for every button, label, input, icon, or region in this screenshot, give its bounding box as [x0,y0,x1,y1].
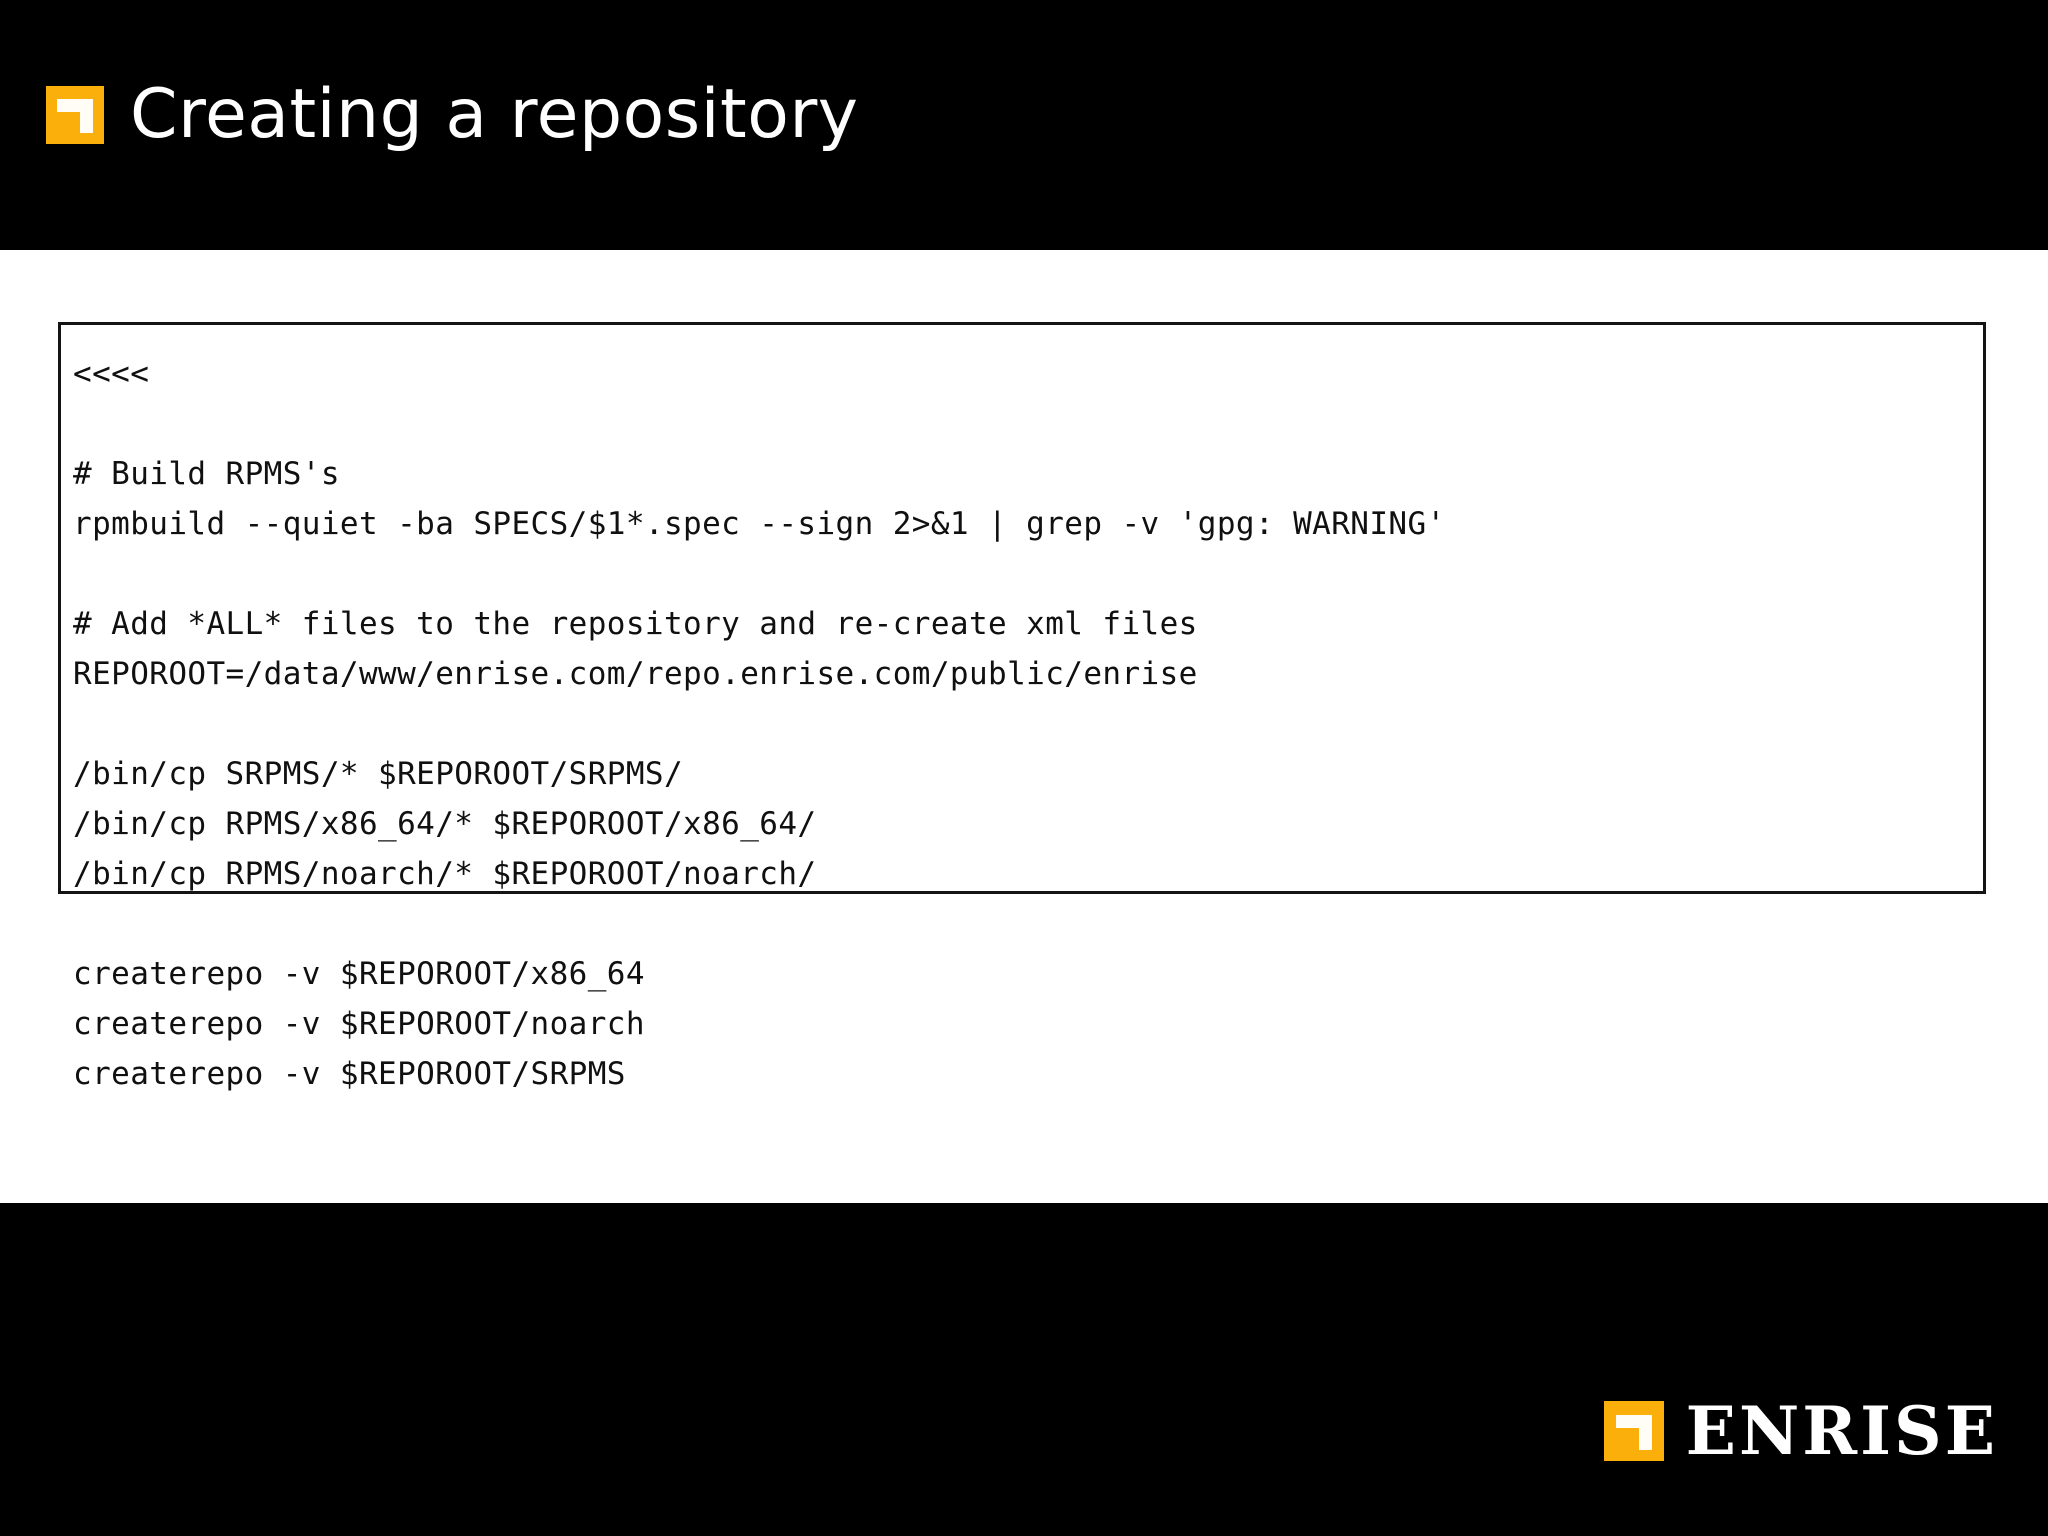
slide-header: Creating a repository [0,0,2048,250]
slide-body: <<<< # Build RPMS's rpmbuild --quiet -ba… [0,250,2048,1203]
page-title: Creating a repository [130,74,859,154]
header-content: Creating a repository [46,35,859,194]
code-block-panel: <<<< # Build RPMS's rpmbuild --quiet -ba… [58,322,1986,1092]
footer-brand: ENRISE [1603,1392,1998,1470]
logo-vertical-bar [80,98,93,133]
slide-footer: ENRISE [0,1203,2048,1536]
enrise-logo-icon-footer [1603,1401,1664,1461]
enrise-logo-icon [46,85,104,144]
footer-wordmark: ENRISE [1685,1392,1998,1470]
logo-vertical-bar [1638,1415,1652,1450]
code-block-text: <<<< # Build RPMS's rpmbuild --quiet -ba… [73,356,1446,1092]
